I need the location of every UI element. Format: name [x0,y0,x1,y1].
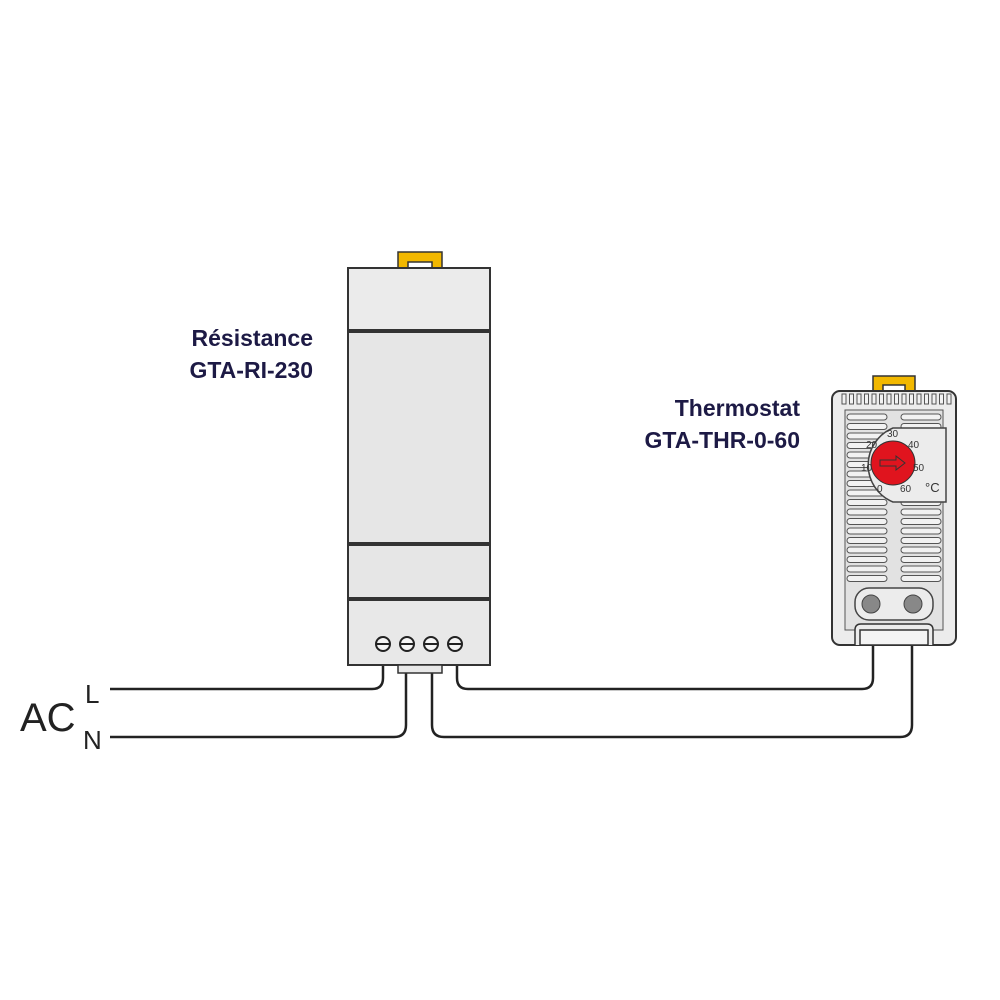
thermostat-device: 0 10 20 30 40 50 60 °C [831,375,957,646]
dial-label-0: 0 [877,484,883,495]
top-rib [909,393,914,405]
din-clip [872,375,916,393]
top-rib [901,393,907,405]
top-rib [886,393,892,405]
top-rib [924,393,929,405]
vent-slot [900,556,942,563]
vent-slot [846,575,888,582]
terminal-screw [861,594,881,614]
vent-slot [846,518,888,525]
terminal-screws [375,636,463,652]
top-rib [856,393,862,405]
top-rib [849,393,854,405]
vent-slot [900,537,942,544]
vent-slot [900,527,942,535]
line-label: L [85,679,99,709]
resistance-name: Résistance [192,325,313,351]
wire-line-L [110,665,385,691]
dial-label-50: 50 [913,463,925,474]
resistance-model: GTA-RI-230 [189,357,313,383]
dial-label-20: 20 [866,440,878,451]
vent-slot [846,423,888,430]
top-rib [841,393,847,405]
vent-slot [846,546,888,554]
thermostat-model: GTA-THR-0-60 [645,427,800,453]
top-rib [871,393,877,405]
top-rib [879,393,884,405]
top-rib [894,393,899,405]
neutral-label: N [83,725,102,755]
terminal-screw [903,594,923,614]
thermostat-name: Thermostat [675,395,801,421]
unit-label: °C [925,480,940,495]
dial-label-40: 40 [908,440,920,451]
dial-label-60: 60 [900,484,912,495]
dial-label-10: 10 [861,463,873,474]
vent-slot [900,575,942,582]
wire-to-thermostat-1 [455,645,875,691]
wire-neutral-N [110,672,408,739]
vent-slot [846,527,888,535]
vent-slot [846,499,888,506]
arrow-icon [879,454,906,472]
wire-to-thermostat-2 [430,645,914,739]
vent-slot [900,518,942,525]
vent-slots [841,393,952,582]
vent-slot [900,565,942,573]
vent-slot [900,413,942,421]
ac-label: AC [20,696,76,740]
vent-slot [900,546,942,554]
top-rib [939,393,944,405]
top-rib [916,393,922,405]
vent-slot [900,508,942,516]
vent-slot [846,508,888,516]
vent-slot [846,537,888,544]
dial-label-30: 30 [887,429,899,440]
vent-slot [846,413,888,421]
top-rib [931,393,937,405]
resistance-device [347,251,491,674]
top-rib [946,393,952,405]
top-rib [864,393,869,405]
vent-slot [846,565,888,573]
vent-slot [846,556,888,563]
